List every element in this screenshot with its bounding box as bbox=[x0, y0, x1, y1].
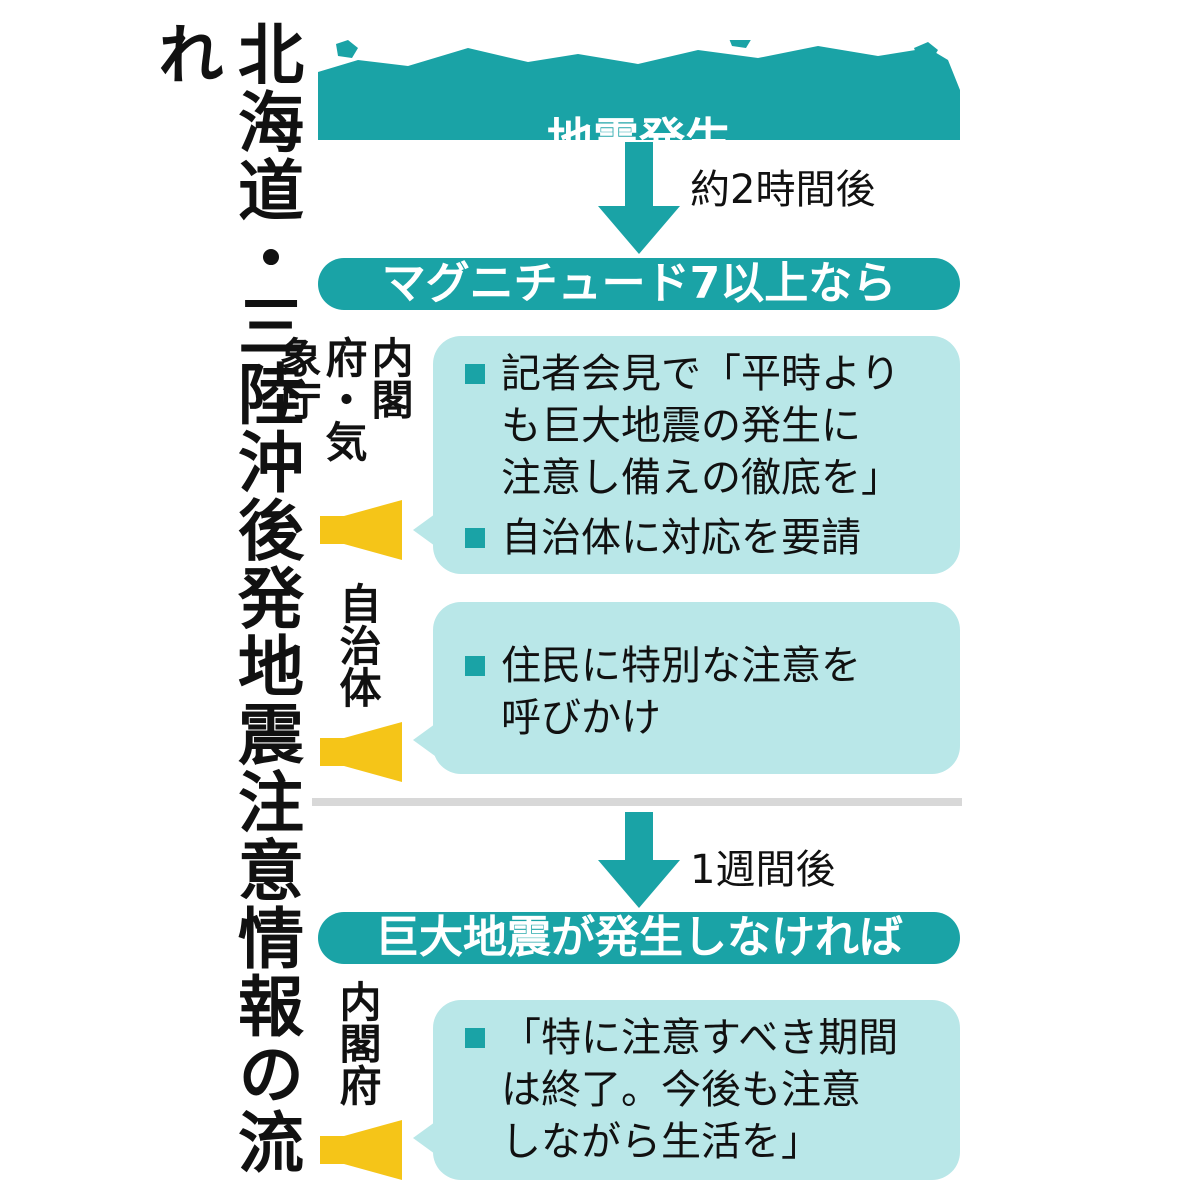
step2-time: 1週間後 bbox=[690, 847, 836, 893]
bullet-icon bbox=[465, 528, 485, 548]
list-item-text: 記者会見で「平時より も巨大地震の発生に 注意し備えの徹底を」 bbox=[501, 351, 901, 501]
box-pointer bbox=[413, 1122, 435, 1154]
list-item-text: 自治体に対応を要請 bbox=[501, 515, 861, 561]
info-box-local: 住民に特別な注意を 呼びかけ bbox=[413, 602, 960, 774]
diagram-title: 北海道・三陸沖後発地震注意情報の流れ bbox=[147, 20, 304, 1176]
megaphone-icon bbox=[320, 500, 402, 560]
list-item-text: 「特に注意すべき期間 は終了。今後も注意 しながら生活を」 bbox=[501, 1015, 899, 1165]
mountain-band-shape bbox=[318, 40, 960, 140]
down-arrow-icon bbox=[598, 812, 680, 908]
box-pointer bbox=[413, 514, 435, 546]
step1-time: 約2時間後 bbox=[690, 167, 876, 213]
rock-icon bbox=[336, 40, 358, 58]
bullet-icon bbox=[465, 656, 485, 676]
actor-cabinet-jma: 内閣府・気象庁 bbox=[273, 336, 414, 462]
info-box-cabinet: 記者会見で「平時より も巨大地震の発生に 注意し備えの徹底を」 自治体に対応を要… bbox=[413, 336, 960, 574]
megaphone-icon bbox=[320, 1120, 402, 1180]
condition-no-major-quake: 巨大地震が発生しなければ bbox=[318, 912, 960, 964]
bullet-icon bbox=[465, 364, 485, 384]
megaphone-icon bbox=[320, 722, 402, 782]
actor-local-government: 自治体 bbox=[333, 582, 382, 708]
section-divider bbox=[312, 798, 962, 806]
condition-magnitude: マグニチュード7以上なら bbox=[318, 258, 960, 310]
box-pointer bbox=[413, 724, 435, 756]
down-arrow-icon bbox=[598, 142, 680, 254]
actor-cabinet-office: 内閣府 bbox=[333, 980, 382, 1106]
info-box-end-notice: 「特に注意すべき期間 は終了。今後も注意 しながら生活を」 bbox=[413, 1000, 960, 1180]
list-item-text: 住民に特別な注意を 呼びかけ bbox=[501, 643, 861, 741]
earthquake-band: 地震発生 bbox=[318, 40, 960, 167]
bullet-icon bbox=[465, 1028, 485, 1048]
